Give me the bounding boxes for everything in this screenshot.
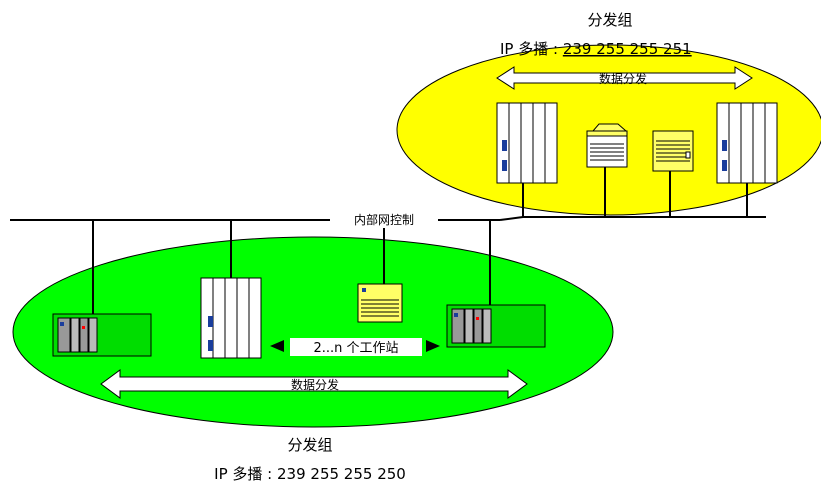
top-sub-bus	[522, 167, 766, 218]
top-distribution-arrow	[496, 66, 753, 90]
workstations-label: 2...n 个工作站	[313, 341, 398, 356]
top-rack-left	[496, 102, 558, 184]
top-rack-right	[716, 102, 778, 184]
top-distribution-label: 数据分发	[599, 71, 647, 86]
bottom-distribution-label: 数据分发	[291, 377, 339, 392]
workstations-label-bg	[290, 338, 422, 356]
workstations-arrows	[270, 340, 440, 352]
intranet-control-bus	[10, 216, 524, 221]
bottom-module	[357, 283, 403, 323]
top-group-ip-address: 239 255 255 251	[563, 40, 692, 58]
bottom-plc-right	[446, 304, 546, 348]
intranet-control-label: 内部网控制	[354, 212, 414, 227]
top-module-2	[652, 130, 694, 172]
top-module-1	[586, 123, 628, 168]
bottom-group-ip: IP 多播 : 239 255 255 250	[214, 465, 406, 483]
bottom-group-ip-address: 239 255 255 250	[277, 465, 406, 483]
top-group-title: 分发组	[587, 11, 632, 29]
bottom-plc-left	[52, 313, 152, 357]
top-group-ip: IP 多播 : 239 255 255 251	[500, 40, 692, 58]
bottom-group-title: 分发组	[287, 436, 332, 454]
bottom-rack-center	[200, 277, 262, 359]
bottom-drops	[92, 220, 491, 318]
top-group-ip-prefix: IP 多播 :	[500, 40, 563, 58]
bottom-group-ip-prefix: IP 多播 :	[214, 465, 277, 483]
bottom-distribution-arrow	[100, 369, 528, 399]
